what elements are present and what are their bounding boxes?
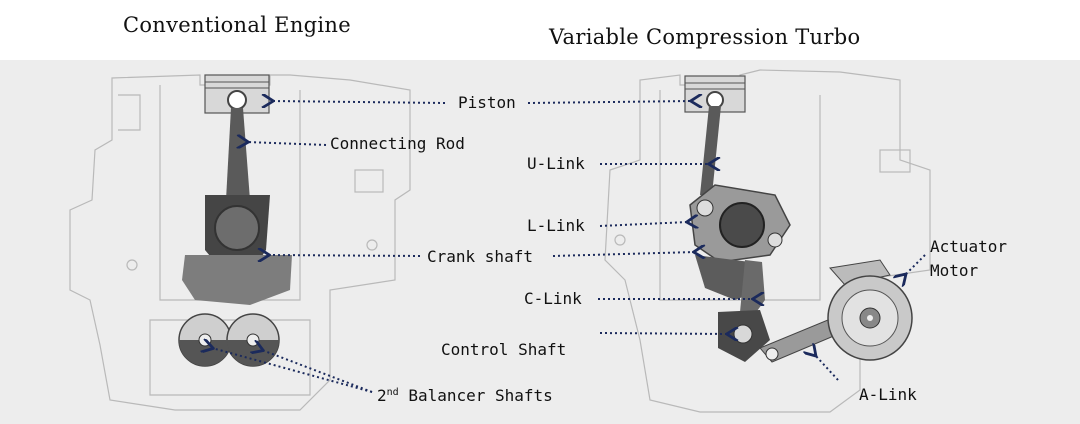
control-shaft-arrow [599, 333, 728, 334]
crank-shaft-right-arrow [552, 252, 695, 256]
piston-right-arrow [527, 101, 692, 103]
label-a-link: A-Link [859, 385, 917, 404]
label-c-link: C-Link [524, 289, 582, 308]
l-link-arrow [599, 222, 688, 226]
connecting-rod-arrow [247, 142, 327, 145]
label-l-link: L-Link [527, 216, 585, 235]
vct-actuator-motor [827, 259, 913, 361]
balancer-arrow-2 [262, 350, 373, 393]
balancer-arrow-1 [212, 348, 373, 393]
balancer-superscript: nd [386, 387, 399, 398]
leader-arrows [212, 101, 926, 393]
vct-l-link [689, 184, 791, 263]
balancer-text: Balancer Shafts [398, 386, 553, 405]
vct-u-link [700, 106, 721, 195]
conventional-connecting-rod [226, 108, 250, 200]
vct-title: Variable Compression Turbo [549, 25, 861, 49]
a-link-arrow [815, 355, 839, 381]
label-connecting-rod: Connecting Rod [330, 134, 465, 153]
label-piston: Piston [458, 93, 516, 112]
label-actuator: Actuator [930, 237, 1008, 256]
crank-shaft-left-arrow [268, 255, 421, 256]
vct-control-shaft [718, 310, 770, 362]
label-balancer-shafts: 2nd Balancer Shafts [377, 384, 553, 405]
conventional-engine-title: Conventional Engine [123, 13, 351, 37]
label-u-link: U-Link [527, 154, 585, 173]
conventional-crank-shaft [182, 195, 292, 305]
conventional-piston [204, 74, 270, 114]
label-crank-shaft: Crank shaft [427, 247, 533, 266]
balancer-number: 2 [377, 386, 387, 405]
label-motor: Motor [930, 261, 979, 280]
label-control-shaft: Control Shaft [441, 340, 567, 359]
piston-left-arrow [272, 101, 446, 103]
conventional-balancer-shafts [178, 313, 280, 367]
